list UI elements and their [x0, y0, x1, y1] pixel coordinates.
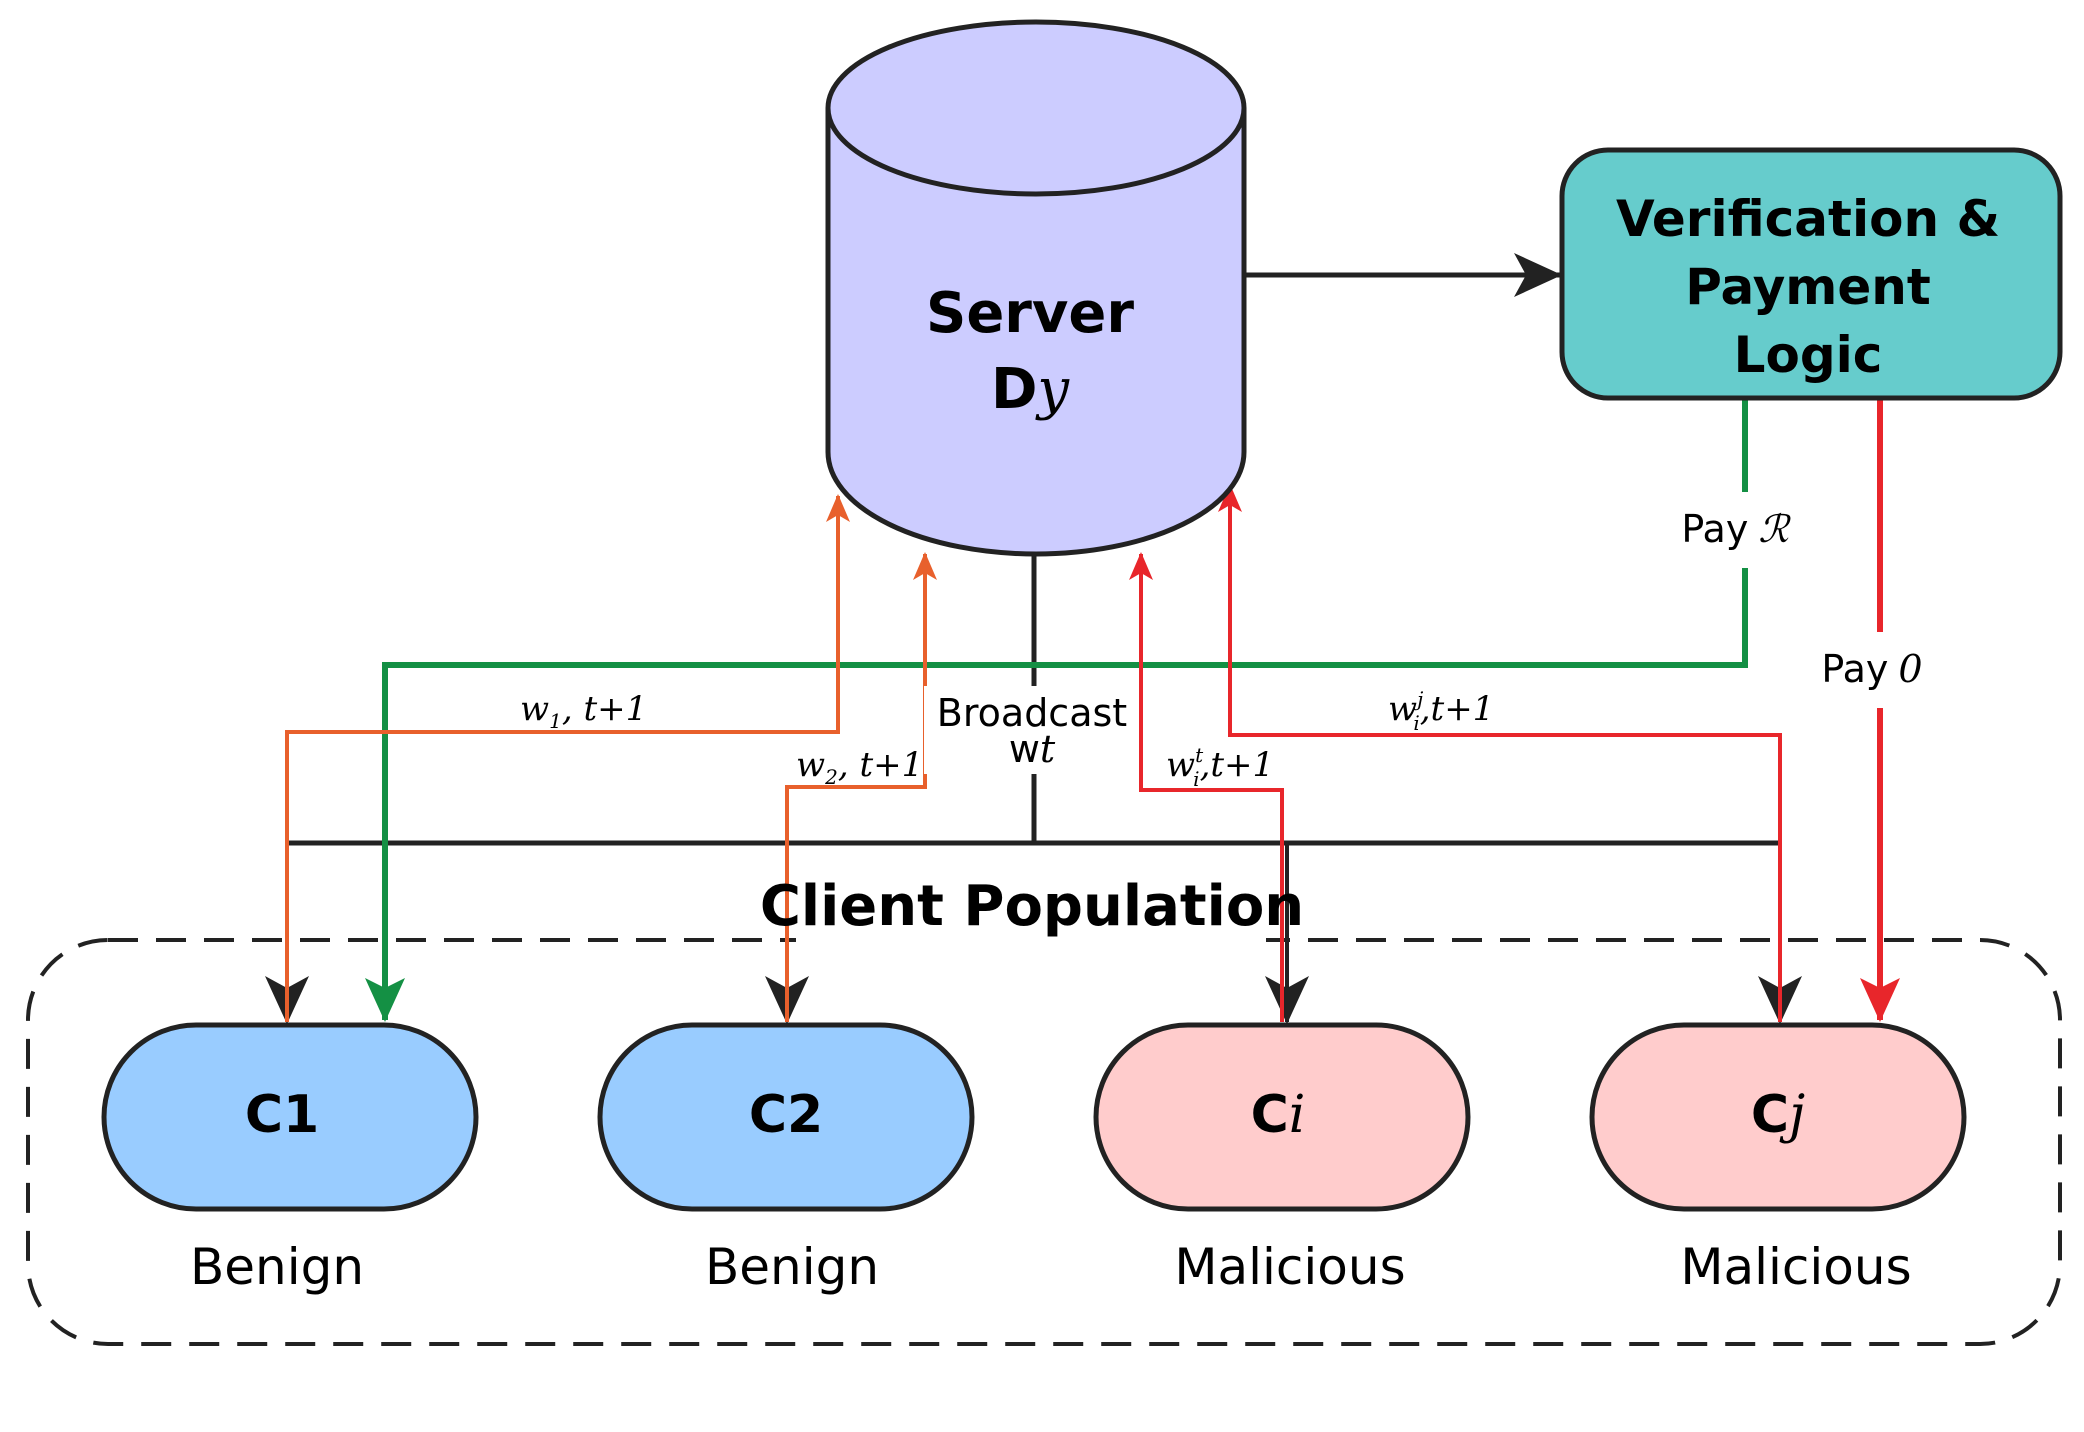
- svg-text:Client Population: Client Population: [760, 874, 1304, 939]
- client-ci-label: Ci: [1251, 1085, 1306, 1145]
- upload-arrow-c1: [285, 494, 850, 1022]
- verification-node: Verification & Payment Logic: [1559, 147, 2063, 401]
- client-cj-role: Malicious: [1680, 1238, 1911, 1296]
- client-cj: Cj Malicious: [1589, 1022, 1967, 1296]
- client-ci-role: Malicious: [1174, 1238, 1405, 1296]
- pay-reward-text: Pay: [1681, 507, 1748, 551]
- client-cj-label: Cj: [1751, 1085, 1805, 1145]
- pay-zero-text: Pay: [1821, 647, 1888, 691]
- pay-zero-symbol: 0: [1898, 647, 1922, 691]
- server-node: Server Dy: [825, 19, 1247, 557]
- server-title: Server: [926, 281, 1134, 346]
- client-population-title: Client Population: [760, 872, 1304, 952]
- client-c1: C1 Benign: [101, 1022, 479, 1296]
- verification-line1: Verification &: [1616, 190, 2000, 248]
- client-c2-role: Benign: [705, 1238, 879, 1296]
- edge-label-u2: w2, t+1: [796, 745, 923, 789]
- client-c1-role: Benign: [190, 1238, 364, 1296]
- upload-arrow-ci: [1129, 552, 1284, 1022]
- server-subtitle: Dy: [991, 357, 1070, 422]
- server-sub-var: y: [1034, 357, 1070, 422]
- client-c2: C2 Benign: [597, 1022, 975, 1296]
- broadcast-label: Broadcast wt: [924, 686, 1134, 774]
- pay-reward-symbol: ℛ: [1758, 507, 1791, 551]
- upload-arrow-c2: [785, 552, 937, 1022]
- broadcast-weights: wt: [1009, 727, 1056, 771]
- broadcast-text: Broadcast: [937, 691, 1127, 735]
- verification-line2: Payment: [1685, 258, 1931, 316]
- client-c1-label: C1: [245, 1085, 319, 1145]
- upload-arrow-cj: [1218, 484, 1782, 1022]
- client-ci: Ci Malicious: [1093, 1022, 1471, 1296]
- verification-line3: Logic: [1734, 326, 1883, 384]
- client-c2-label: C2: [749, 1085, 823, 1145]
- edge-label-u1: w1, t+1: [520, 689, 647, 733]
- server-sub-main: D: [991, 357, 1037, 422]
